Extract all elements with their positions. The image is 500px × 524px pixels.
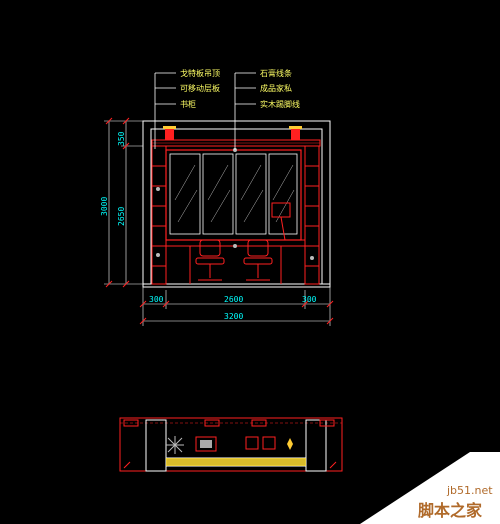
lamp-right	[291, 128, 300, 140]
plan-plant-icon	[166, 436, 184, 454]
annotation-finished-furniture: 成品家私	[260, 83, 292, 93]
horizontal-dimension-ticks	[139, 300, 334, 325]
watermark-site: jb51.net	[446, 484, 493, 497]
annotation-bookcase: 书柜	[180, 99, 196, 109]
chair-left	[195, 239, 225, 281]
dimension-left-side: 300	[149, 295, 164, 304]
plan-ticks	[123, 461, 337, 469]
lamp-left-cap	[163, 126, 176, 129]
room-outer-wall	[142, 120, 331, 288]
glass-hatch	[174, 164, 295, 223]
annotation-movable-shelf: 可移动层板	[180, 83, 220, 93]
lamp-right-cap	[289, 126, 302, 129]
plan-outer	[119, 417, 343, 472]
elevation-view	[142, 120, 331, 288]
plan-furniture	[195, 436, 293, 452]
dimension-height-total: 3000	[100, 197, 109, 216]
dimension-center: 2600	[224, 295, 243, 304]
annotation-gypsum-line: 石膏线条	[260, 68, 292, 78]
plan-sill	[166, 458, 306, 466]
dimension-middle: 2650	[117, 207, 126, 226]
markers	[156, 148, 314, 260]
annotation-ceiling: 戈特板吊顶	[180, 68, 220, 78]
horizontal-dimension-lines	[142, 287, 331, 326]
watermark: jb51.net 脚本之家	[360, 452, 500, 524]
dimension-total-width: 3200	[224, 312, 243, 321]
bookcase-right	[304, 145, 320, 285]
lamp-left	[165, 128, 174, 140]
dimension-right-side: 300	[302, 295, 317, 304]
plan-view	[119, 417, 343, 472]
vertical-dimension-lines	[104, 120, 143, 285]
watermark-badge	[360, 452, 500, 524]
window	[165, 149, 302, 241]
room-inner-wall	[150, 128, 323, 285]
annotation-leaders	[154, 72, 256, 150]
vertical-dimension-ticks	[105, 117, 130, 288]
dimension-top: 350	[117, 131, 126, 146]
chair-right	[243, 239, 273, 281]
annotation-baseboard: 实木踢脚线	[260, 99, 300, 109]
bookcase-left	[151, 145, 167, 285]
plan-window-marks	[123, 419, 335, 427]
watermark-name: 脚本之家	[418, 501, 483, 520]
desk-lamp	[271, 202, 291, 241]
